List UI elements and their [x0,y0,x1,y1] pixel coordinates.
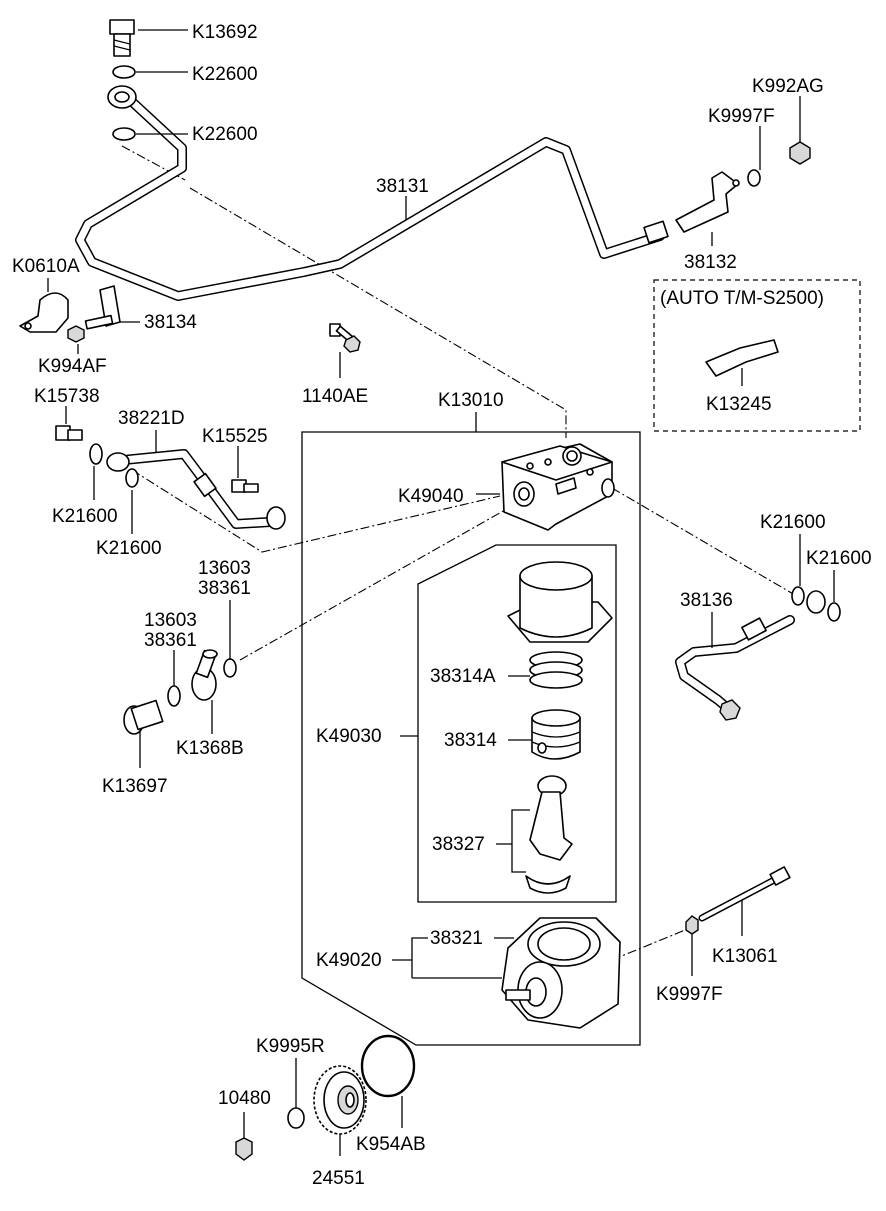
label-10480: 10480 [218,1088,271,1109]
label-38132: 38132 [684,252,737,273]
label-24551: 24551 [312,1168,365,1189]
bolt-k13697 [123,699,164,735]
pipe-38131 [75,93,665,301]
gear-24551 [313,1065,367,1135]
label-38134: 38134 [144,312,197,333]
banjo-hole [114,91,130,103]
oring-k954ab [360,1034,416,1098]
washer-k9995r [287,1107,305,1129]
label-k1368b: K1368B [176,738,244,759]
label-13603-b: 13603 [144,610,197,631]
label-k994af: K994AF [38,356,107,377]
washer-k21600-left-b [125,468,139,488]
bolt-k13692 [109,19,135,57]
label-k15738: K15738 [34,386,100,407]
label-k22600-top: K22600 [192,64,258,85]
label-38361-a: 38361 [198,578,251,599]
pipe-nut [643,220,669,244]
label-38327: 38327 [432,834,485,855]
washer-k9997f-bottom [685,915,699,935]
washer-k9997f-top [747,169,761,187]
label-k21600-left-a: K21600 [52,506,118,527]
washer-k22600-top [112,65,136,79]
pipe-end-nut-38136 [719,699,741,721]
label-38314: 38314 [444,730,497,751]
label-k49040: K49040 [398,486,464,507]
label-k9995r: K9995R [256,1036,325,1057]
label-k49020: K49020 [316,950,382,971]
label-38221d: 38221D [118,408,185,429]
washer-k21600-right-b [827,602,841,622]
label-k21600-right-b: K21600 [806,548,872,569]
bracket-38134 [84,285,121,330]
label-k22600-bottom: K22600 [192,124,258,145]
bracket-38132 [675,171,739,233]
banjo-k1368b [191,649,218,701]
label-38314a: 38314A [430,666,496,687]
cylinder-liner [507,561,613,643]
label-auto-tm: (AUTO T/M-S2500) [660,288,824,309]
washer-k21600-right-a [791,586,805,606]
label-k992ag: K992AG [752,76,824,97]
part-labels: K13692 K22600 K22600 K992AG K9997F 38131… [12,22,872,1189]
label-1140ae: 1140AE [302,386,368,407]
pipe-nut-38221d [193,472,217,498]
label-k13010: K13010 [438,390,504,411]
label-38136: 38136 [680,590,733,611]
washer-13603-a [167,685,181,707]
auto-tm-box [653,279,861,432]
label-k9997f-top: K9997F [708,106,775,127]
label-k21600-right-a: K21600 [760,512,826,533]
banjo-fitting-38221d-end [266,506,286,530]
bolt-1140ae [329,323,361,353]
label-38321: 38321 [430,928,483,949]
label-k0610a: K0610A [12,256,80,277]
label-k15525: K15525 [202,426,268,447]
nut-k994af [67,325,85,343]
label-38131: 38131 [376,176,429,197]
label-k9997f-bottom: K9997F [656,984,723,1005]
washer-k22600-bottom [112,127,136,141]
label-k13692: K13692 [192,22,258,43]
washer-k21600-left-a [89,443,103,465]
pipe-38136 [675,615,795,717]
bolt-k15525 [231,479,259,493]
assembly-box-k13010 [301,431,641,1046]
label-k49030: K49030 [316,726,382,747]
banjo-fitting-38136 [806,590,826,614]
nut-10480 [235,1137,253,1161]
bracket-hole [732,179,740,187]
banjo-fitting-38221d [106,452,130,472]
alignment-lines [121,145,796,961]
connecting-rod-38327 [525,775,573,894]
label-k954ab: K954AB [356,1134,426,1155]
assembly-box-k49030 [417,544,617,903]
pipe-nut-38136 [741,617,767,641]
label-k13697: K13697 [102,776,168,797]
stud-k13061 [698,866,791,922]
label-k21600-left-b: K21600 [96,538,162,559]
nut-k992ag [789,141,811,165]
leader-lines [47,29,835,1156]
washer-13603-b [223,658,237,678]
label-38361-b: 38361 [144,630,197,651]
label-k13061: K13061 [712,946,778,967]
piston-38314 [531,709,581,760]
label-k13245: K13245 [706,394,772,415]
crankcase-k49020 [501,917,621,1029]
piston-rings-38314a [529,651,583,689]
clamp-k0610a [19,292,69,333]
label-13603-a: 13603 [198,558,251,579]
cylinder-head-k49040 [501,443,615,531]
bolt-k15738 [55,425,83,441]
bracket-k13245 [705,339,779,377]
